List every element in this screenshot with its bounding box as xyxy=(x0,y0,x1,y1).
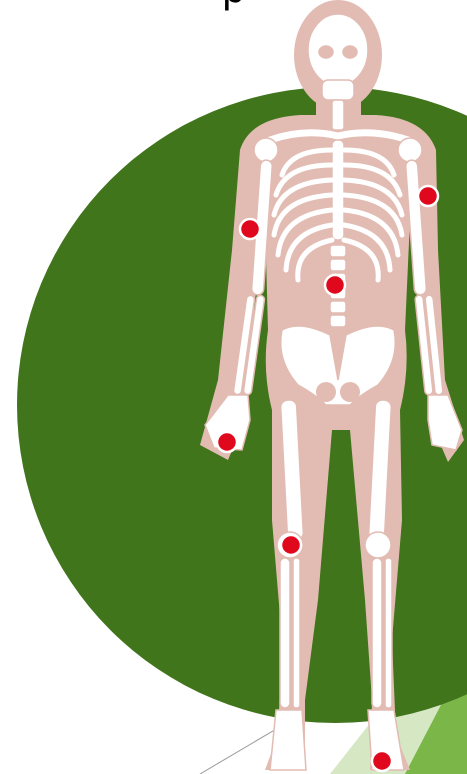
left-foot-marker[interactable] xyxy=(372,751,392,771)
right-elbow-marker[interactable] xyxy=(240,219,260,239)
skull xyxy=(308,14,368,86)
right-hand-marker[interactable] xyxy=(217,432,237,452)
slide-title: p xyxy=(0,0,467,12)
right-knee-marker[interactable] xyxy=(281,535,301,555)
slide-title-fragment: p xyxy=(222,0,244,11)
left-shoulder-marker[interactable] xyxy=(418,186,438,206)
spine-marker[interactable] xyxy=(325,275,345,295)
